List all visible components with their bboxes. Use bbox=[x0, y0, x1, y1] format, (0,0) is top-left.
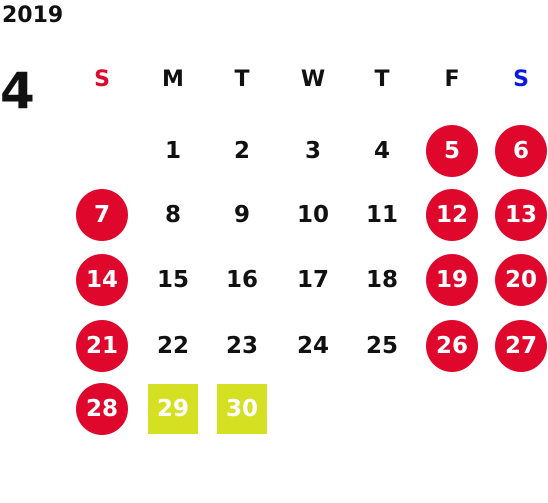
weekday-header-2: T bbox=[234, 67, 250, 92]
day-cell-25[interactable]: 25 bbox=[365, 333, 398, 359]
day-cell-9[interactable]: 9 bbox=[233, 202, 250, 228]
weekday-header-6: S bbox=[513, 67, 529, 92]
day-cell-21[interactable]: 21 bbox=[76, 320, 128, 372]
day-cell-16[interactable]: 16 bbox=[225, 267, 258, 293]
day-cell-30[interactable]: 30 bbox=[217, 384, 267, 434]
day-cell-20[interactable]: 20 bbox=[495, 254, 547, 306]
day-cell-14[interactable]: 14 bbox=[76, 254, 128, 306]
weekday-header-0: S bbox=[94, 67, 110, 92]
day-cell-5[interactable]: 5 bbox=[426, 125, 478, 177]
day-cell-27[interactable]: 27 bbox=[495, 320, 547, 372]
month-label: 4 bbox=[0, 62, 35, 120]
day-cell-2[interactable]: 2 bbox=[233, 138, 250, 164]
day-cell-29[interactable]: 29 bbox=[148, 384, 198, 434]
day-cell-11[interactable]: 11 bbox=[365, 202, 398, 228]
day-cell-18[interactable]: 18 bbox=[365, 267, 398, 293]
day-cell-12[interactable]: 12 bbox=[426, 189, 478, 241]
day-cell-1[interactable]: 1 bbox=[164, 138, 181, 164]
day-cell-8[interactable]: 8 bbox=[164, 202, 181, 228]
day-cell-13[interactable]: 13 bbox=[495, 189, 547, 241]
day-cell-22[interactable]: 22 bbox=[156, 333, 189, 359]
weekday-header-4: T bbox=[374, 67, 390, 92]
weekday-header-1: M bbox=[162, 67, 184, 92]
day-cell-28[interactable]: 28 bbox=[76, 383, 128, 435]
day-cell-26[interactable]: 26 bbox=[426, 320, 478, 372]
weekday-header-3: W bbox=[300, 67, 326, 92]
day-cell-15[interactable]: 15 bbox=[156, 267, 189, 293]
weekday-header-5: F bbox=[444, 67, 460, 92]
day-cell-23[interactable]: 23 bbox=[225, 333, 258, 359]
year-label: 2019 bbox=[2, 3, 64, 28]
day-cell-4[interactable]: 4 bbox=[373, 138, 390, 164]
day-cell-24[interactable]: 24 bbox=[296, 333, 329, 359]
day-cell-3[interactable]: 3 bbox=[304, 138, 321, 164]
day-cell-19[interactable]: 19 bbox=[426, 254, 478, 306]
day-cell-6[interactable]: 6 bbox=[495, 125, 547, 177]
day-cell-7[interactable]: 7 bbox=[76, 189, 128, 241]
day-cell-17[interactable]: 17 bbox=[296, 267, 329, 293]
day-cell-10[interactable]: 10 bbox=[296, 202, 329, 228]
